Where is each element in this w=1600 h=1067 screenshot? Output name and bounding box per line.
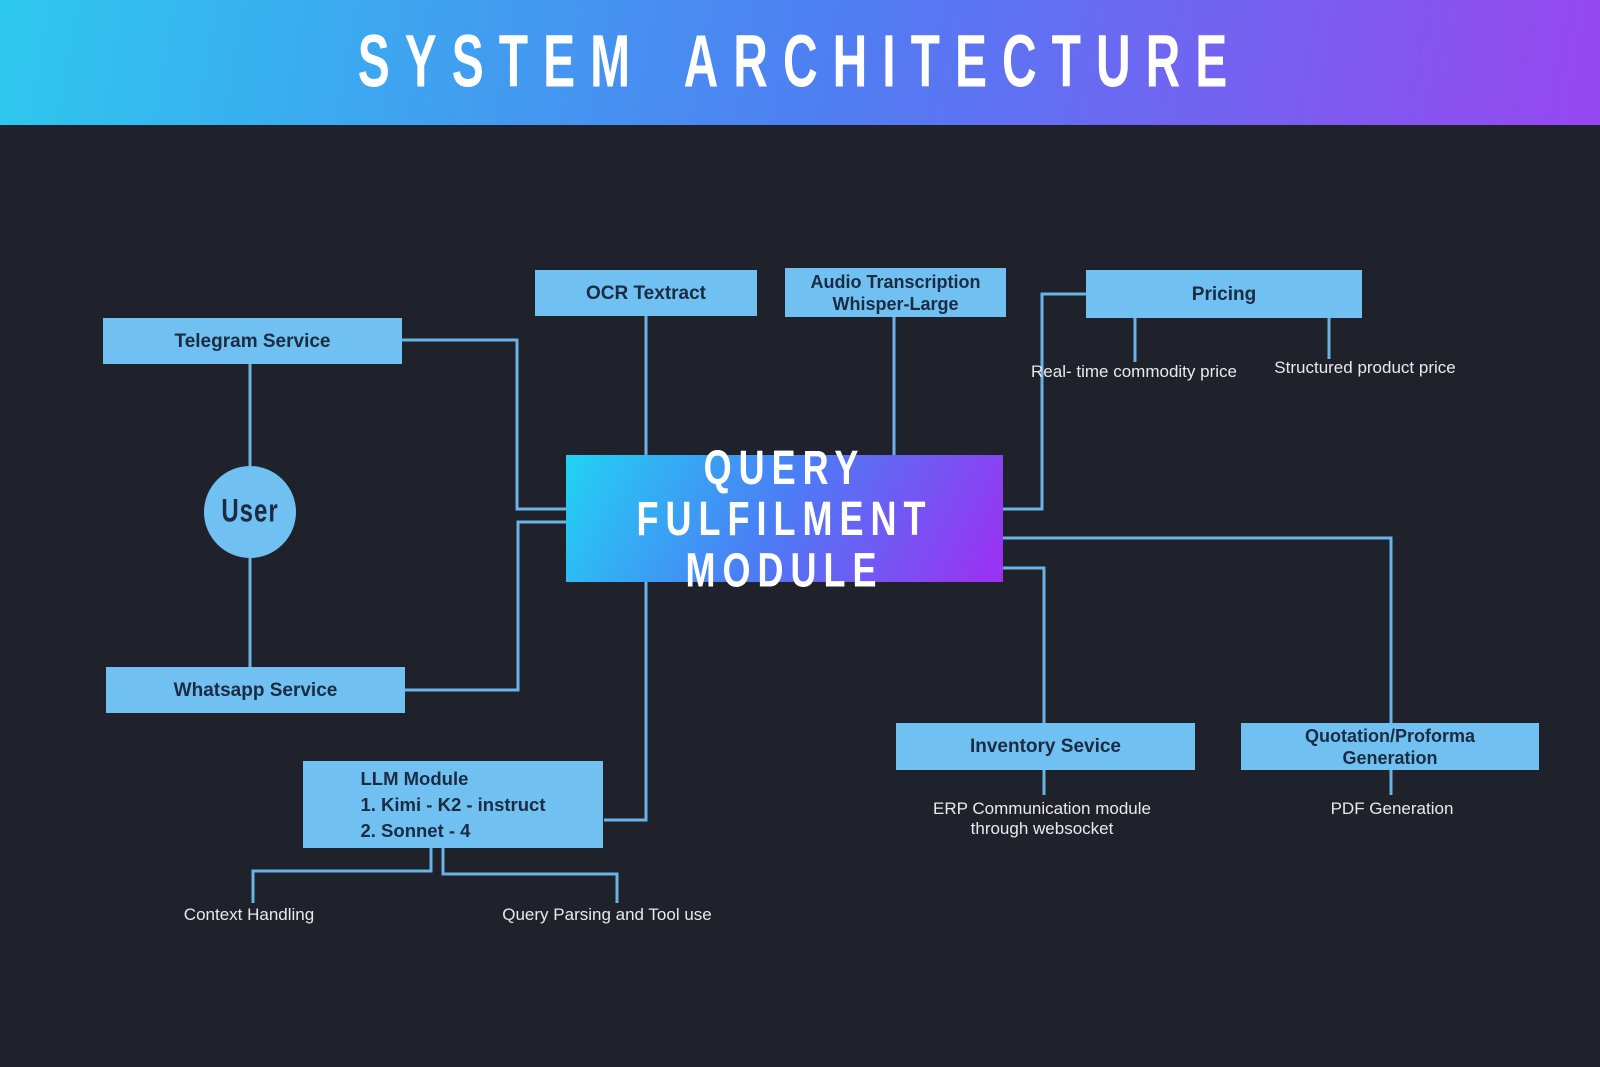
connector-telegram-to-qfm (402, 338, 566, 511)
node-quotation-label-line1: Quotation/Proforma (1305, 725, 1475, 746)
label-structured-product-price: Structured product price (1274, 358, 1456, 377)
label-realtime-commodity-price: Real- time commodity price (1031, 362, 1237, 381)
connector-qfm-to-quotation (1003, 536, 1393, 723)
label-context-handling: Context Handling (183, 905, 315, 924)
node-user: User (204, 466, 296, 558)
node-pricing-label: Pricing (1191, 283, 1257, 305)
header-banner: SYSTEM ARCHITECTURE (0, 0, 1600, 125)
node-llm-label-line3: 2. Sonnet - 4 (360, 819, 471, 841)
node-ocr-textract: OCR Textract (535, 270, 757, 316)
connector-whatsapp-to-qfm (404, 520, 566, 692)
node-whatsapp-service: Whatsapp Service (106, 667, 405, 713)
node-telegram-service-label: Telegram Service (174, 330, 331, 352)
page-title: SYSTEM ARCHITECTURE (357, 21, 1243, 104)
node-query-fulfilment-module: QUERY FULFILMENT MODULE (566, 441, 1003, 595)
node-telegram-service: Telegram Service (103, 318, 402, 364)
node-qfm-label-line1: QUERY FULFILMENT (636, 438, 933, 546)
label-erp-communication: ERP Communication module through websock… (933, 799, 1151, 839)
node-audio-transcription: Audio Transcription Whisper-Large (785, 268, 1006, 317)
label-pdf-generation: PDF Generation (1330, 799, 1454, 818)
node-quotation-label-line2: Generation (1342, 747, 1438, 768)
node-quotation-proforma: Quotation/Proforma Generation (1241, 723, 1539, 770)
label-erp-communication-line1: ERP Communication module (933, 799, 1151, 818)
connector-qfm-to-inventory (1003, 566, 1046, 723)
node-audio-transcription-label-line1: Audio Transcription (810, 271, 981, 292)
label-query-parsing: Query Parsing and Tool use (502, 905, 712, 924)
node-audio-transcription-label-line2: Whisper-Large (832, 293, 959, 314)
label-erp-communication-line2: through websocket (970, 819, 1114, 838)
connector-qfm-to-llm (604, 582, 648, 822)
node-llm-label-line2: 1. Kimi - K2 - instruct (360, 793, 546, 815)
node-user-label: User (221, 493, 279, 530)
node-whatsapp-service-label: Whatsapp Service (173, 679, 338, 701)
node-inventory-service-label: Inventory Sevice (969, 736, 1122, 757)
node-llm-label-line1: LLM Module (360, 767, 469, 789)
node-ocr-textract-label: OCR Textract (585, 282, 706, 304)
node-inventory-service: Inventory Sevice (896, 723, 1195, 770)
connector-qfm-to-pricing (1003, 292, 1086, 511)
connector-llm-to-query-parsing-label (441, 848, 619, 903)
node-pricing: Pricing (1086, 270, 1362, 318)
node-llm-module: LLM Module 1. Kimi - K2 - instruct 2. So… (303, 761, 603, 848)
connector-llm-to-context-label (251, 848, 433, 903)
node-qfm-label-line2: MODULE (685, 541, 884, 597)
